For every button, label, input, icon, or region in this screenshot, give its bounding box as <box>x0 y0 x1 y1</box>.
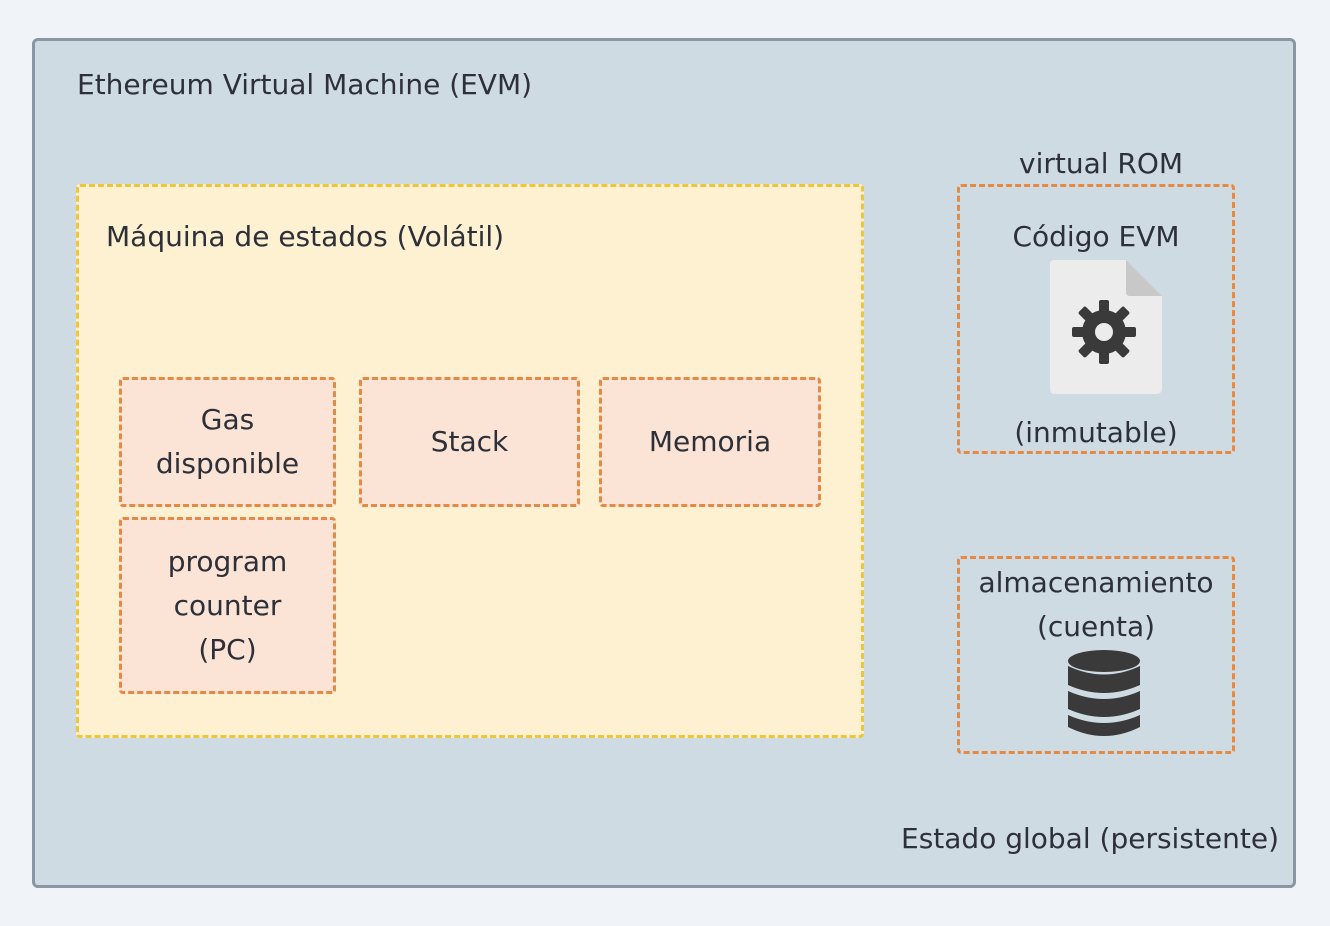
program-counter-box: program counter (PC) <box>119 517 336 694</box>
gas-line-2: disponible <box>155 447 300 480</box>
storage-box: almacenamiento (cuenta) <box>957 556 1235 754</box>
memory-box: Memoria <box>599 377 821 507</box>
pc-line-1: program <box>167 544 288 578</box>
immutable-label: (inmutable) <box>1014 416 1178 449</box>
global-state-label: Estado global (persistente) <box>901 822 1279 855</box>
stack-box: Stack <box>359 377 580 507</box>
database-icon <box>1068 650 1140 736</box>
virtual-rom-title: virtual ROM <box>1019 147 1184 180</box>
gas-line-1: Gas <box>200 403 255 436</box>
virtual-rom-box: Código EVM (inmutable) <box>957 184 1235 454</box>
pc-line-3: (PC) <box>198 632 257 666</box>
state-machine-title: Máquina de estados (Volátil) <box>106 220 505 253</box>
storage-line-1: almacenamiento <box>978 566 1214 599</box>
code-file-gear-icon <box>1050 260 1162 394</box>
stack-label: Stack <box>430 425 509 458</box>
storage-line-2: (cuenta) <box>1036 610 1156 643</box>
memory-label: Memoria <box>648 425 772 458</box>
evm-title: Ethereum Virtual Machine (EVM) <box>77 68 533 101</box>
gas-available-box: Gas disponible <box>119 377 336 507</box>
pc-line-2: counter <box>173 588 282 622</box>
code-label: Código EVM <box>1012 220 1180 253</box>
